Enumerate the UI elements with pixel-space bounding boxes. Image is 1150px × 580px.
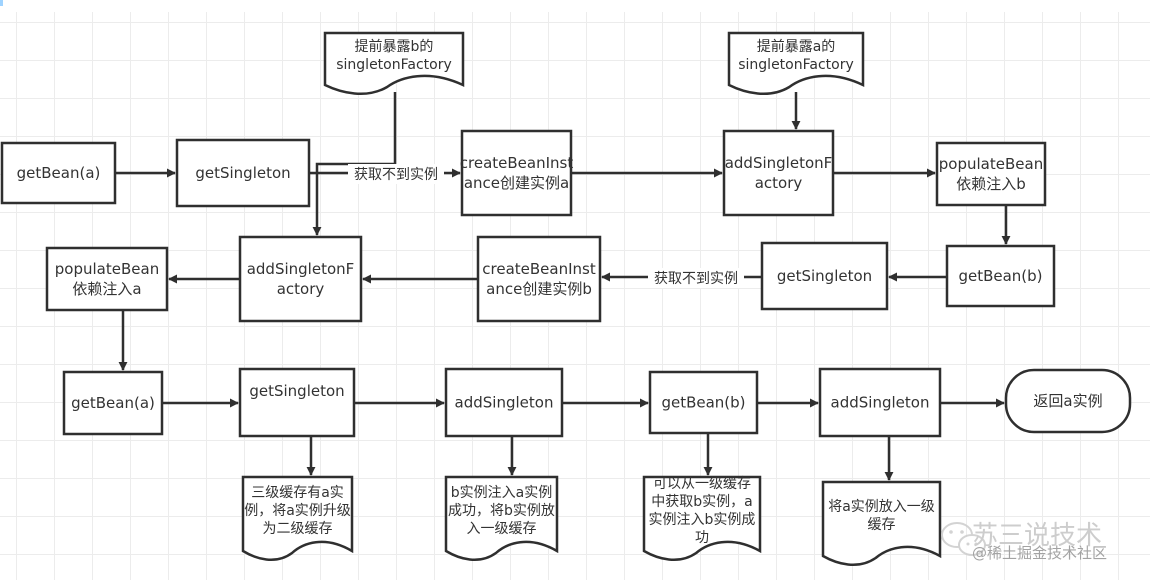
- node-label-line: 为二级缓存: [263, 521, 333, 537]
- node-label-line: getBean(b): [661, 394, 745, 412]
- node-label-line: 提前暴露a的: [757, 38, 836, 55]
- node-createBeanInstance-b: createBeanInst ance创建实例b: [476, 235, 602, 323]
- rect-shape: [818, 367, 942, 438]
- node-getBean-b-1: getBean(b): [945, 244, 1056, 308]
- rect-shape: [444, 367, 564, 438]
- rect-shape: [648, 370, 759, 435]
- rect-shape: [0, 141, 117, 205]
- rect-shape: [175, 138, 311, 208]
- watermark-title: 苏三说技术: [972, 521, 1102, 551]
- node-label-line: addSingleton: [831, 394, 930, 412]
- rect-shape: [722, 129, 835, 217]
- node-label-line: actory: [277, 280, 325, 298]
- corner-marker: [0, 0, 3, 6]
- node-getBean-b-2: getBean(b): [648, 370, 759, 435]
- node-populateBean-b: populateBean 依赖注入b: [935, 141, 1047, 207]
- node-note-expose-b: 提前暴露b的 singletonFactory: [323, 31, 465, 95]
- document-shape: [821, 480, 942, 566]
- node-getBean-a-1: getBean(a): [0, 141, 117, 205]
- node-label-line: 返回a实例: [1033, 392, 1102, 410]
- node-getSingleton-2: getSingleton: [760, 241, 889, 311]
- node-createBeanInstance-a: createBeanInst ance创建实例a: [460, 129, 574, 217]
- node-label-line: b实例注入a实例: [451, 485, 552, 501]
- node-label-line: singletonFactory: [336, 57, 452, 73]
- edge-label-background: [648, 268, 744, 288]
- node-label-line: 三级缓存有a实: [251, 485, 344, 501]
- node-label-line: getBean(a): [71, 394, 155, 412]
- document-shape: [727, 31, 865, 95]
- node-label-line: 功: [695, 530, 709, 546]
- rect-shape: [476, 235, 602, 323]
- node-getSingleton-1: getSingleton: [175, 138, 311, 208]
- node-label-line: createBeanInst: [460, 154, 574, 172]
- node-label-line: 中获取b实例，a: [651, 494, 752, 510]
- rect-shape: [945, 244, 1056, 308]
- node-label-line: actory: [755, 174, 803, 192]
- nodes-layer: getBean(a) getSingleton createBeanInst ance…: [0, 31, 1132, 566]
- node-label-line: getBean(b): [958, 267, 1042, 285]
- edge-note-expose-b-to-addSingletonFactory-b: [312, 92, 397, 236]
- document-shape: [241, 475, 354, 561]
- node-label-line: 缓存: [868, 517, 896, 533]
- watermark-subtitle: @稀土掘金技术社区: [972, 544, 1107, 562]
- node-label-line: addSingleton: [455, 394, 554, 412]
- rect-shape: [760, 241, 889, 311]
- node-label-line: singletonFactory: [738, 57, 854, 73]
- node-return-a: 返回a实例: [1004, 368, 1132, 434]
- rect-shape: [45, 246, 169, 312]
- document-shape: [444, 475, 559, 561]
- node-label-line: 成功，将b实例放: [448, 503, 555, 519]
- node-label-line: addSingletonF: [247, 260, 355, 278]
- node-getBean-a-2: getBean(a): [62, 370, 164, 436]
- node-label-line: 实例注入b实例成: [649, 512, 756, 528]
- node-note-expose-a: 提前暴露a的 singletonFactory: [727, 31, 865, 95]
- rect-shape: [62, 370, 164, 436]
- document-shape: [323, 31, 465, 95]
- node-label-line: ance创建实例b: [486, 280, 592, 298]
- rect-shape: [238, 367, 356, 438]
- watermark: 苏三说技术 @稀土掘金技术社区: [941, 521, 1107, 562]
- document-shape: [642, 475, 762, 561]
- node-label-line: populateBean: [939, 155, 1043, 173]
- node-label-line: 可以从一级缓存: [653, 476, 751, 492]
- node-label-line: createBeanInst: [482, 260, 596, 278]
- rect-shape: [935, 141, 1047, 207]
- node-label-line: 将a实例放入一级: [828, 499, 935, 515]
- node-addSingleton-b: addSingleton: [444, 367, 564, 438]
- node-getSingleton-3: getSingleton: [238, 367, 356, 438]
- node-label-line: getBean(a): [17, 164, 101, 182]
- node-label-line: ance创建实例a: [464, 174, 569, 192]
- wechat-icon: [941, 522, 986, 556]
- node-label-line: 依赖注入b: [956, 175, 1026, 193]
- node-label-line: getSingleton: [195, 164, 290, 182]
- edge-label: 获取不到实例: [654, 271, 738, 287]
- edge-label-background: [348, 164, 444, 184]
- node-addSingleton-a: addSingleton: [818, 367, 942, 438]
- terminator-shape: [1004, 368, 1132, 434]
- node-label-line: populateBean: [55, 260, 159, 278]
- node-label-line: 提前暴露b的: [355, 38, 434, 55]
- node-label-line: addSingletonF: [725, 154, 833, 172]
- edge-label: 获取不到实例: [354, 167, 438, 183]
- node-label-line: 例，将a实例升级: [244, 503, 351, 519]
- node-addSingletonFactory-b: addSingletonF actory: [238, 235, 363, 323]
- node-addSingletonFactory-a: addSingletonF actory: [722, 129, 835, 217]
- node-label-line: 依赖注入a: [72, 280, 141, 298]
- rect-shape: [238, 235, 363, 323]
- node-label-line: getSingleton: [249, 382, 344, 400]
- node-populateBean-a: populateBean 依赖注入a: [45, 246, 169, 312]
- rect-shape: [460, 129, 573, 217]
- node-label-line: 入一级缓存: [467, 521, 537, 537]
- node-label-line: getSingleton: [777, 267, 872, 285]
